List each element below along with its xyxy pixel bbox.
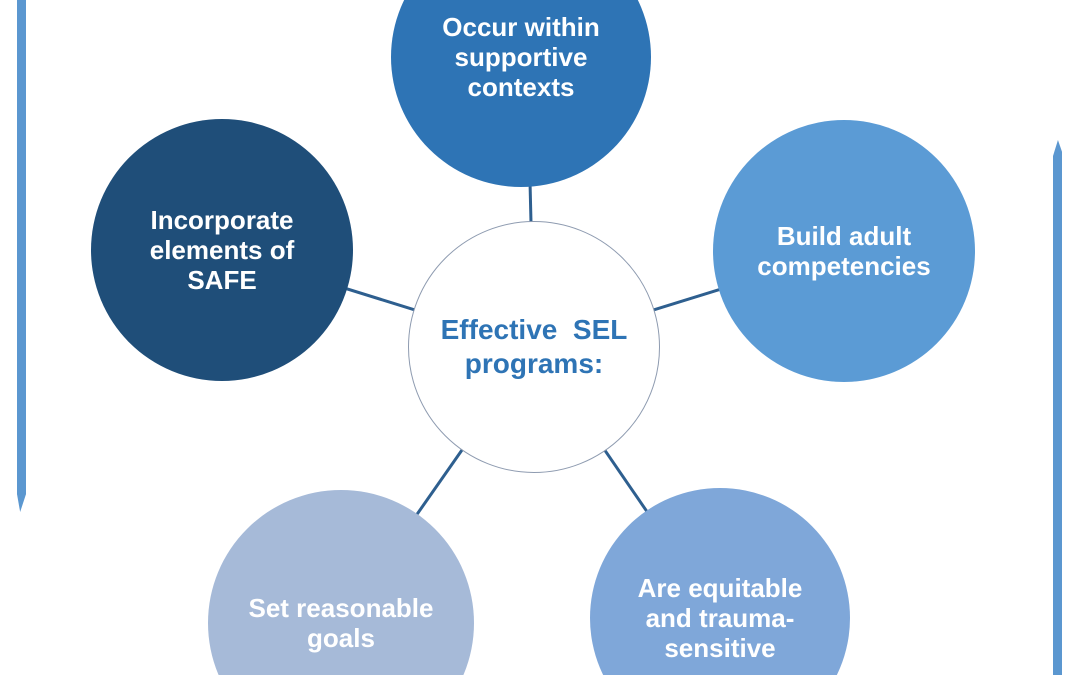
node-incorporate-elements-of-safe: Incorporate elements of SAFE: [91, 119, 353, 381]
right-accent-line: [1053, 140, 1062, 675]
node-label: Incorporate elements of SAFE: [149, 204, 295, 296]
node-label: Build adult competencies: [757, 220, 931, 281]
node-label: Occur within supportive contexts: [442, 11, 600, 103]
node-build-adult-competencies: Build adult competencies: [713, 120, 975, 382]
node-label: Set reasonable goals: [248, 592, 434, 653]
left-accent-line: [17, 0, 26, 512]
node-effective-sel-programs-hub: Effective SEL programs:: [408, 221, 660, 473]
hub-label: Effective SEL programs:: [440, 313, 628, 379]
node-label: Are equitable and trauma- sensitive: [637, 572, 803, 664]
